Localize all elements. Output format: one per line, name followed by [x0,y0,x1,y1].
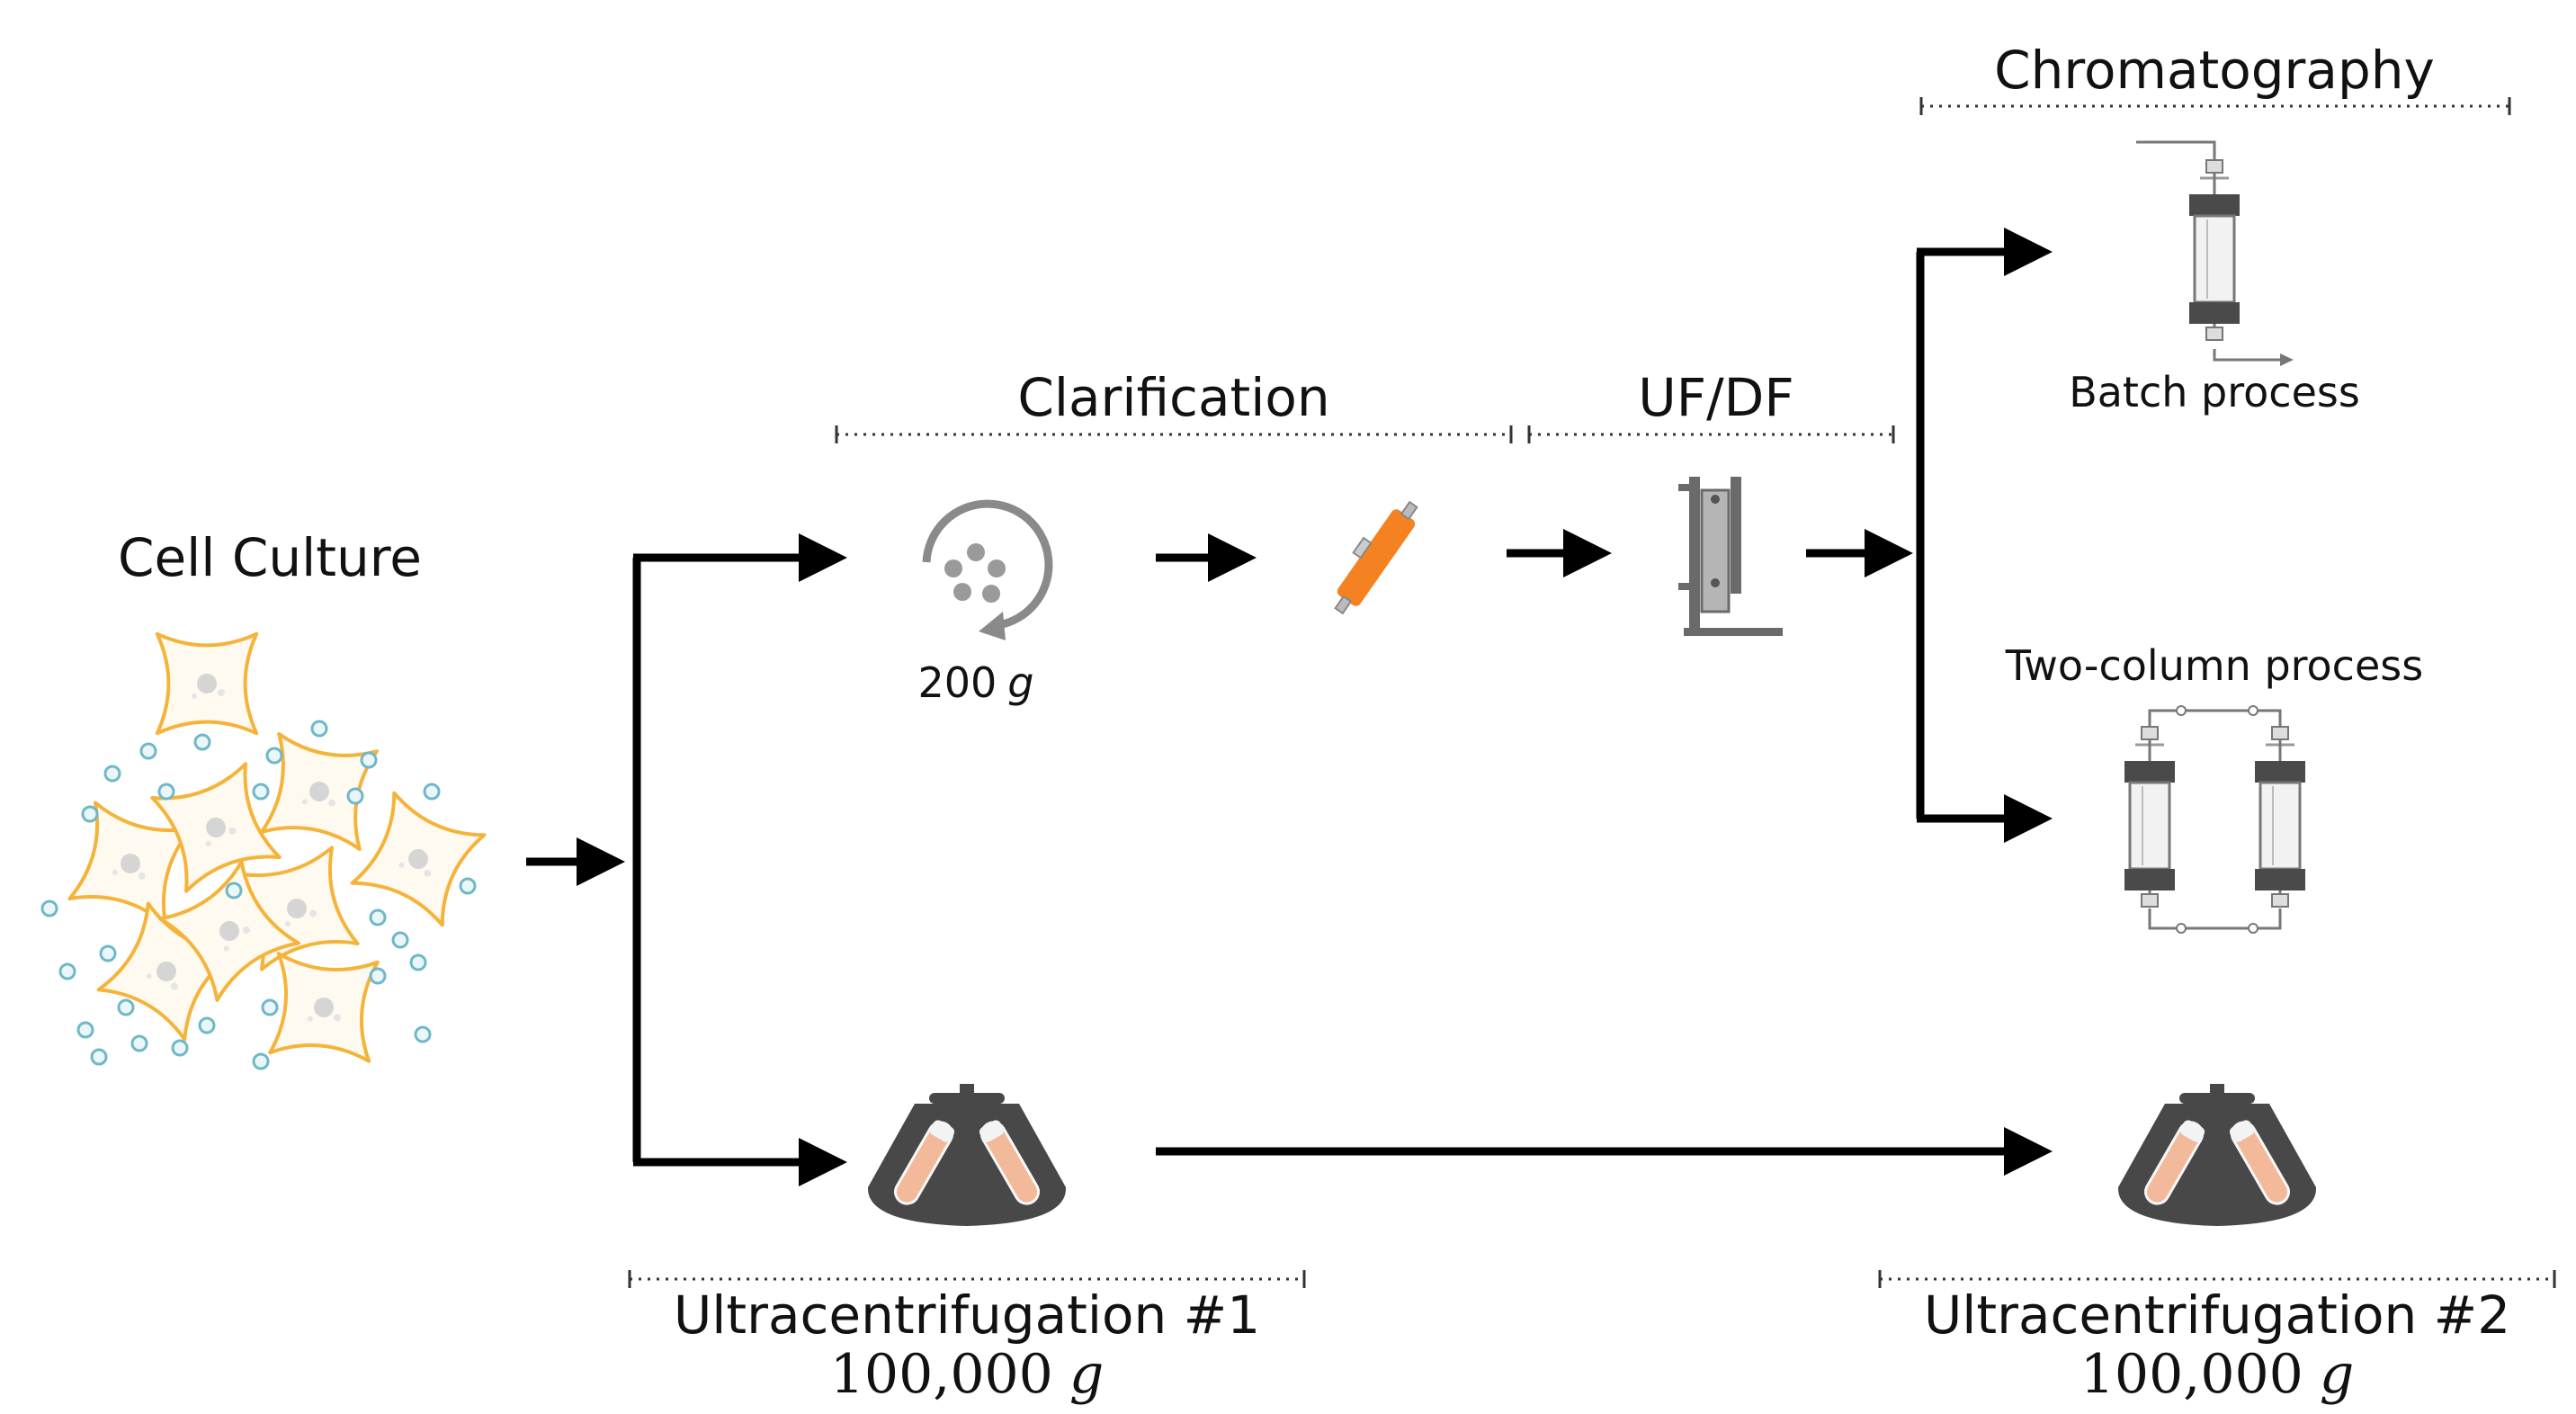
cell-culture-label: Cell Culture [118,527,422,588]
cell [260,732,379,851]
vesicle [265,747,283,765]
uc1-bracket [628,1270,1306,1288]
ufdf-label: UF/DF [1638,367,1793,428]
tff-cassette-icon [1678,477,1783,636]
syringe-filter-icon [1334,500,1418,615]
vesicle [252,1052,270,1070]
vesicle [40,899,58,917]
vesicle [369,967,387,985]
ufdf-bracket [1527,425,1895,443]
cell [67,801,193,926]
vesicle [76,1021,94,1039]
vesicle [171,1039,189,1057]
two-column-process-label: Two-column process [2005,641,2423,690]
chromatography-label: Chromatography [1994,40,2435,101]
vesicle [459,877,477,895]
vesicle [90,1048,108,1066]
two-column-icon [2124,705,2305,934]
vesicle [369,908,387,926]
uc1-label: Ultracentrifugation #1 [674,1284,1260,1346]
vesicle [360,751,378,769]
vesicle [198,1016,216,1034]
uc2-label: Ultracentrifugation #2 [1924,1284,2510,1346]
vesicle [414,1025,432,1043]
vesicle [99,944,117,962]
clarification-label: Clarification [1017,367,1329,428]
column-icon [2189,155,2240,341]
vesicle [58,962,76,980]
chromatography-bracket [1919,97,2511,115]
vesicle [193,733,211,751]
vesicle [409,953,427,971]
vesicle [310,720,328,738]
vesicle [423,783,441,801]
cell [158,860,300,1002]
ultracentrifuge-rotor-icon [2117,1084,2317,1226]
vesicle [117,998,135,1016]
cell [350,791,487,927]
centrifuge-icon [922,499,1053,640]
vesicle [261,998,279,1016]
vesicle [391,931,409,949]
column-icon [2255,721,2305,908]
clarification-bracket [835,425,1513,443]
vesicle [103,765,121,783]
cell [155,631,259,736]
uc2-bracket [1878,1270,2556,1288]
vesicle [252,783,270,801]
column-icon [2124,721,2175,908]
cell [150,762,282,893]
cell [268,952,380,1063]
cell-culture-icon [40,631,487,1070]
vesicle [81,805,99,823]
vesicle [130,1034,148,1052]
vesicle [139,742,157,760]
vesicle [225,882,243,899]
vesicle [346,787,364,805]
batch-process-label: Batch process [2069,368,2360,416]
vesicle [157,783,175,801]
ultracentrifuge-rotor-icon [867,1084,1067,1226]
batch-column-icon [2136,140,2294,366]
